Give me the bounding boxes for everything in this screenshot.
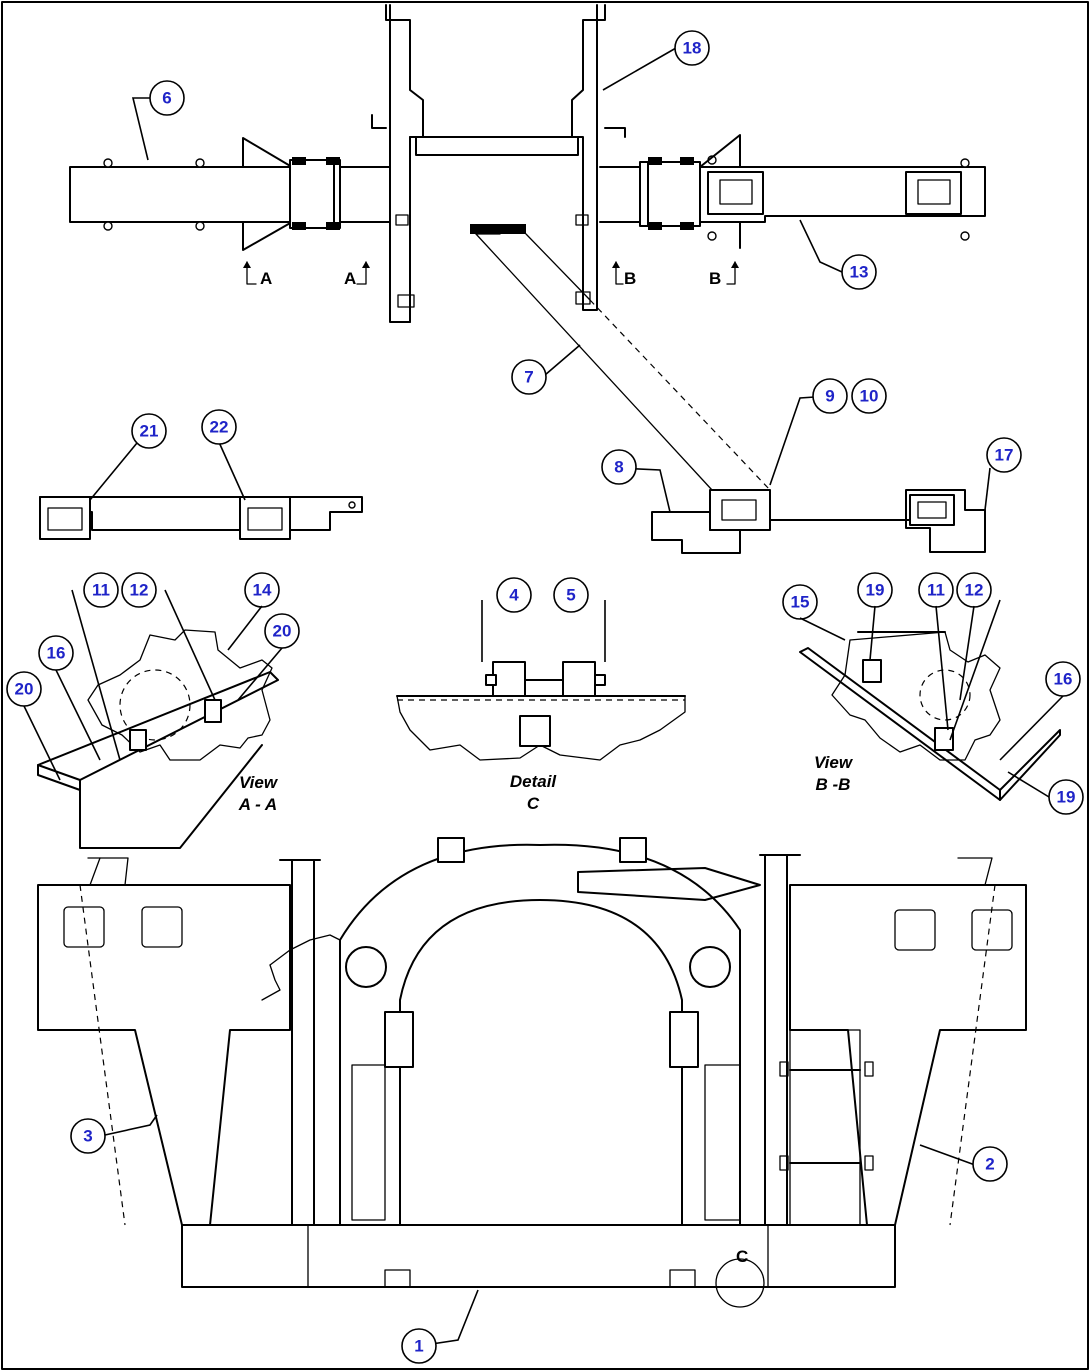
svg-text:10: 10 bbox=[860, 387, 879, 406]
callout-20-right: 20 bbox=[264, 613, 300, 649]
svg-text:19: 19 bbox=[866, 581, 885, 600]
svg-text:16: 16 bbox=[47, 644, 66, 663]
svg-text:6: 6 bbox=[162, 89, 171, 108]
svg-text:13: 13 bbox=[850, 263, 869, 282]
callout-1: 1 bbox=[401, 1328, 437, 1364]
view-b-b-title-line1: View bbox=[814, 753, 854, 772]
view-b-b-title-line2: B -B bbox=[816, 775, 851, 794]
section-mark-a-left: A bbox=[260, 269, 272, 288]
svg-text:11: 11 bbox=[927, 581, 945, 600]
svg-text:8: 8 bbox=[614, 458, 623, 477]
svg-text:4: 4 bbox=[509, 586, 519, 605]
svg-text:3: 3 bbox=[83, 1127, 92, 1146]
svg-text:14: 14 bbox=[253, 581, 272, 600]
callout-22: 22 bbox=[201, 409, 237, 445]
callout-7: 7 bbox=[511, 359, 547, 395]
callout-11-left: 11 bbox=[83, 572, 119, 608]
view-a-a-title-line1: View bbox=[239, 773, 279, 792]
callout-16-left: 16 bbox=[38, 635, 74, 671]
view-a-a: View A - A bbox=[37, 589, 279, 849]
callout-bubbles: 6 18 13 7 9 10 21 22 8 17 11 12 14 20 16… bbox=[6, 30, 1084, 1364]
main-frame-assembly: C bbox=[37, 837, 1027, 1346]
callout-14: 14 bbox=[244, 572, 280, 608]
callout-16-right: 16 bbox=[1045, 661, 1081, 697]
callout-5: 5 bbox=[553, 577, 589, 613]
view-leaders bbox=[23, 605, 1064, 798]
svg-text:1: 1 bbox=[414, 1337, 423, 1356]
callout-3: 3 bbox=[70, 1118, 106, 1154]
brace-mounts-8-17 bbox=[651, 489, 986, 554]
callout-20-left: 20 bbox=[6, 671, 42, 707]
svg-text:19: 19 bbox=[1057, 788, 1076, 807]
callout-19-top: 19 bbox=[857, 572, 893, 608]
callout-12-right: 12 bbox=[956, 572, 992, 608]
svg-text:18: 18 bbox=[683, 39, 702, 58]
section-mark-b-right: B bbox=[709, 269, 721, 288]
svg-text:15: 15 bbox=[791, 593, 810, 612]
callout-2: 2 bbox=[972, 1146, 1008, 1182]
beam-right bbox=[599, 166, 986, 223]
bracket-strip-21-22 bbox=[39, 496, 363, 540]
callout-15: 15 bbox=[782, 584, 818, 620]
section-mark-a-right: A bbox=[344, 269, 356, 288]
section-mark-b-left: B bbox=[624, 269, 636, 288]
svg-text:5: 5 bbox=[566, 586, 575, 605]
callout-11-right: 11 bbox=[918, 572, 954, 608]
frame-bumper bbox=[181, 1224, 896, 1288]
view-a-a-title-line2: A - A bbox=[238, 795, 277, 814]
beam-left bbox=[69, 166, 391, 223]
svg-text:21: 21 bbox=[140, 422, 159, 441]
svg-text:2: 2 bbox=[985, 1155, 994, 1174]
side-plate-left bbox=[37, 884, 291, 1226]
callout-10: 10 bbox=[851, 378, 887, 414]
svg-text:16: 16 bbox=[1054, 670, 1073, 689]
callout-12-left: 12 bbox=[121, 572, 157, 608]
callout-21: 21 bbox=[131, 413, 167, 449]
svg-text:22: 22 bbox=[210, 418, 229, 437]
callout-8: 8 bbox=[601, 449, 637, 485]
detail-c-title-line1: Detail bbox=[510, 772, 558, 791]
detail-c-title-line2: C bbox=[527, 794, 540, 813]
detail-c-mark: C bbox=[736, 1247, 748, 1266]
top-crossmember-assembly: A A B B bbox=[69, 4, 986, 491]
callout-6: 6 bbox=[149, 80, 185, 116]
rail-left bbox=[385, 4, 424, 323]
svg-text:20: 20 bbox=[273, 622, 292, 641]
cross-tube bbox=[415, 136, 579, 156]
svg-text:17: 17 bbox=[995, 446, 1014, 465]
svg-text:7: 7 bbox=[524, 368, 533, 387]
svg-text:12: 12 bbox=[130, 581, 149, 600]
svg-text:9: 9 bbox=[825, 387, 834, 406]
detail-c: Detail C bbox=[396, 600, 686, 813]
rail-right bbox=[571, 4, 606, 311]
callout-13: 13 bbox=[841, 254, 877, 290]
callout-9: 9 bbox=[812, 378, 848, 414]
svg-text:20: 20 bbox=[15, 680, 34, 699]
callout-17: 17 bbox=[986, 437, 1022, 473]
callout-4: 4 bbox=[496, 577, 532, 613]
callout-18: 18 bbox=[674, 30, 710, 66]
svg-text:11: 11 bbox=[92, 581, 110, 600]
callout-19-bottom: 19 bbox=[1048, 779, 1084, 815]
view-b-b: View B -B bbox=[799, 599, 1061, 801]
svg-text:12: 12 bbox=[965, 581, 984, 600]
